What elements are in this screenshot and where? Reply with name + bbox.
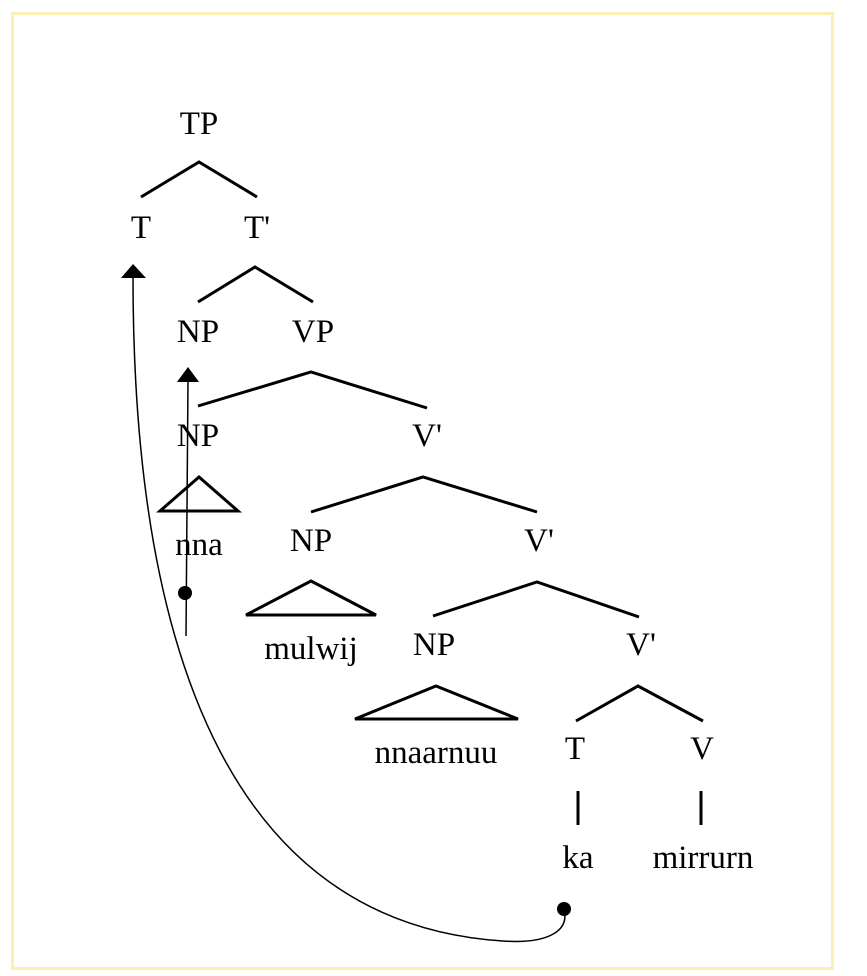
triangle-obj1 [245,579,377,617]
node-np-spec: NP [177,314,219,350]
edge-v-bar-3 [575,684,704,723]
diagram-frame [11,12,834,970]
triangle-subject [155,475,243,513]
np-triangles [155,475,519,721]
node-v-bar-1: V' [412,418,442,454]
node-tp: TP [180,106,219,142]
subject-arrowhead-icon [177,367,199,382]
node-np-subject: NP [177,418,219,454]
terminal-words: nna mulwij nnaarnuu ka mirrurn [175,527,753,876]
node-vp: VP [292,314,334,350]
t-raising-arrow [132,276,566,943]
node-np-obj2: NP [413,627,455,663]
word-subject: nna [175,527,223,563]
edge-t-bar [197,265,314,304]
word-aux: ka [562,840,594,876]
movement-arrows [121,264,571,943]
tree-edges [140,160,704,825]
subject-raising-arrow [185,379,189,637]
edge-vp [197,370,428,410]
node-v-bar-3: V' [626,627,656,663]
node-t-head: T [131,210,151,246]
node-t-bar: T' [244,210,270,246]
t-arrowhead-icon [121,264,146,278]
t-trace-dot-icon [557,902,571,916]
node-labels: TP T T' NP VP NP V' NP V' NP V' T V [131,106,714,767]
node-v-bar-2: V' [524,523,554,559]
node-t-low: T [565,731,585,767]
edge-v-bar-1 [310,475,538,514]
node-v-head: V [690,731,714,767]
word-verb: mirrurn [653,840,754,876]
word-obj1: mulwij [264,631,358,667]
triangle-obj2 [354,684,519,721]
edge-v-bar-2 [432,580,640,619]
subject-trace-dot-icon [178,586,192,600]
word-obj2: nnaarnuu [375,735,498,771]
node-np-obj1: NP [290,523,332,559]
edge-tp [140,160,258,199]
